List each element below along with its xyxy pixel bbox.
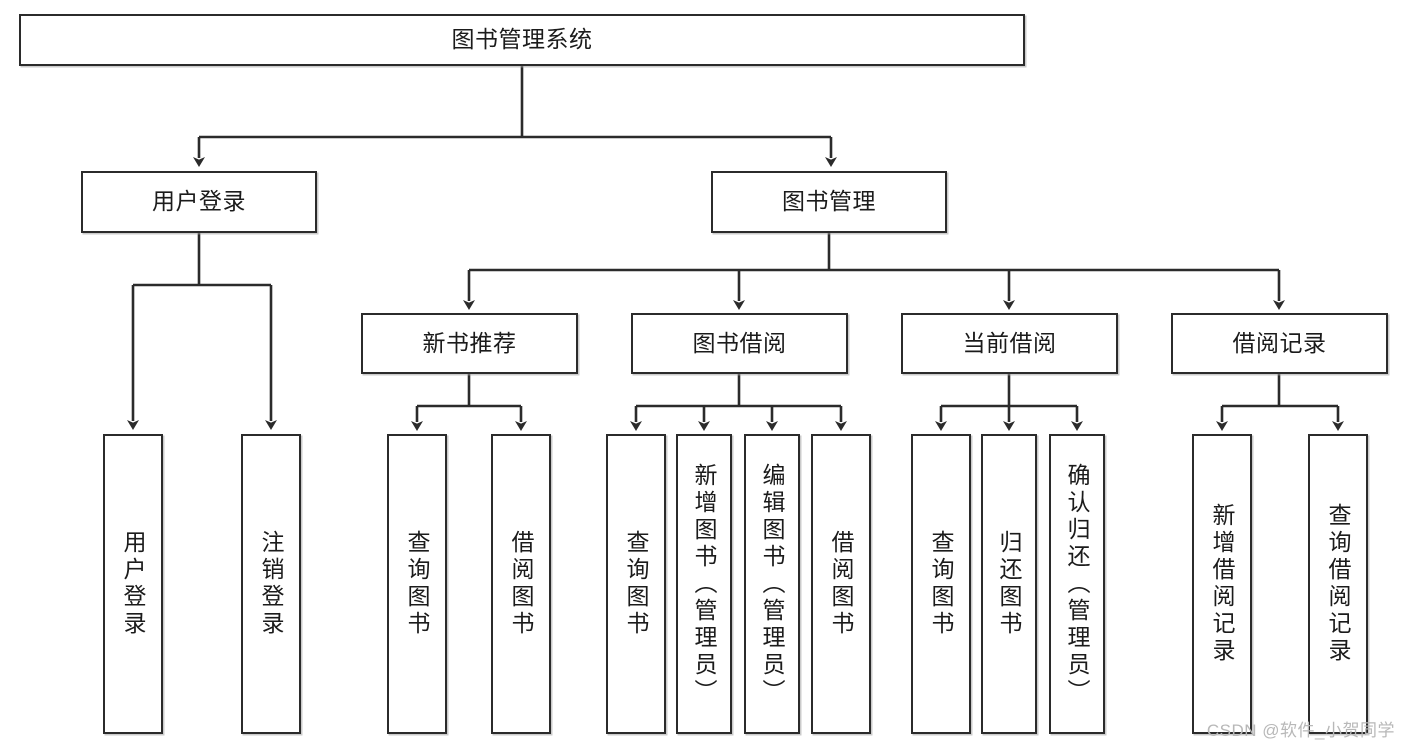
node-leaf-query-book-1[interactable]: 查询图书 (387, 434, 447, 734)
node-current-borrow-label: 当前借阅 (962, 329, 1057, 356)
node-leaf-borrow-book-2-label: 借阅图书 (828, 530, 855, 638)
node-book-borrow[interactable]: 图书借阅 (631, 313, 848, 374)
node-leaf-add-book[interactable]: 新增图书（管理员） (676, 434, 732, 734)
node-leaf-query-book-2[interactable]: 查询图书 (606, 434, 666, 734)
node-book-manage-label: 图书管理 (782, 188, 876, 215)
node-leaf-confirm-return[interactable]: 确认归还（管理员） (1049, 434, 1105, 734)
node-leaf-edit-book-label: 编辑图书（管理员） (759, 462, 786, 706)
node-leaf-query-book-3-label: 查询图书 (928, 530, 955, 638)
node-leaf-confirm-return-label: 确认归还（管理员） (1064, 462, 1091, 706)
node-new-book-recommend-label: 新书推荐 (422, 329, 517, 356)
node-leaf-edit-book[interactable]: 编辑图书（管理员） (744, 434, 800, 734)
node-leaf-logout-login[interactable]: 注销登录 (241, 434, 301, 734)
node-user-login-label: 用户登录 (152, 188, 246, 215)
node-current-borrow[interactable]: 当前借阅 (901, 313, 1118, 374)
node-book-manage[interactable]: 图书管理 (711, 171, 947, 233)
node-leaf-query-book-1-label: 查询图书 (404, 530, 431, 638)
watermark: CSDN @软件_小贺同学 (1206, 721, 1395, 740)
node-new-book-recommend[interactable]: 新书推荐 (361, 313, 578, 374)
node-leaf-user-login-label: 用户登录 (120, 530, 147, 638)
node-leaf-return-book[interactable]: 归还图书 (981, 434, 1037, 734)
node-leaf-borrow-book-1-label: 借阅图书 (508, 530, 535, 638)
node-leaf-user-login[interactable]: 用户登录 (103, 434, 163, 734)
node-leaf-return-book-label: 归还图书 (996, 530, 1023, 638)
node-root-label: 图书管理系统 (451, 26, 593, 53)
node-leaf-logout-login-label: 注销登录 (258, 530, 285, 638)
node-leaf-query-book-2-label: 查询图书 (623, 530, 650, 638)
node-borrow-record-label: 借阅记录 (1232, 329, 1327, 356)
node-book-borrow-label: 图书借阅 (692, 329, 787, 356)
node-leaf-add-book-label: 新增图书（管理员） (691, 462, 718, 706)
node-leaf-query-book-3[interactable]: 查询图书 (911, 434, 971, 734)
node-leaf-query-record-label: 查询借阅记录 (1325, 503, 1352, 665)
node-leaf-add-record-label: 新增借阅记录 (1209, 503, 1236, 665)
node-leaf-query-record[interactable]: 查询借阅记录 (1308, 434, 1368, 734)
node-leaf-add-record[interactable]: 新增借阅记录 (1192, 434, 1252, 734)
node-leaf-borrow-book-1[interactable]: 借阅图书 (491, 434, 551, 734)
node-root[interactable]: 图书管理系统 (19, 14, 1025, 66)
node-user-login[interactable]: 用户登录 (81, 171, 317, 233)
node-borrow-record[interactable]: 借阅记录 (1171, 313, 1388, 374)
node-leaf-borrow-book-2[interactable]: 借阅图书 (811, 434, 871, 734)
